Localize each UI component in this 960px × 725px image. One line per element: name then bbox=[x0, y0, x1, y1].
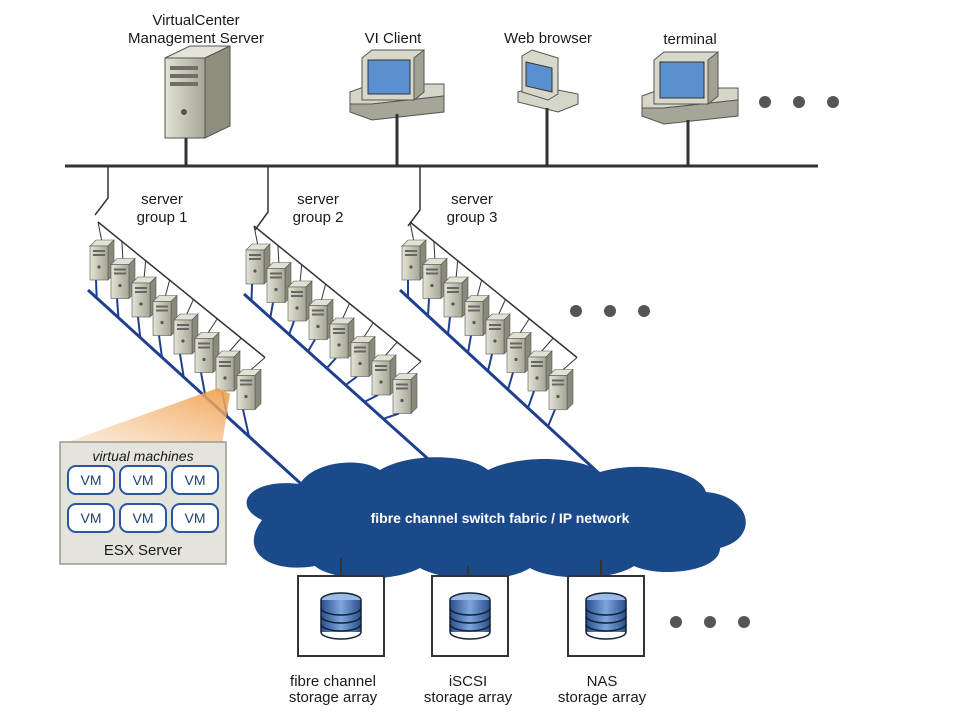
server-icon bbox=[330, 318, 354, 358]
server-icon bbox=[402, 240, 426, 280]
server-tower-icon bbox=[165, 46, 230, 138]
server-icon bbox=[549, 370, 573, 410]
vm-box: VM bbox=[172, 504, 218, 532]
server-icon bbox=[486, 314, 510, 354]
desktop-computer-icon bbox=[518, 50, 578, 112]
server-group-1-label-line-1: server bbox=[141, 191, 183, 208]
server-group-3-label-line-1: server bbox=[451, 191, 493, 208]
vm-box: VM bbox=[120, 466, 166, 494]
server-icon bbox=[288, 281, 312, 321]
network-label: fibre channel switch fabric / IP network bbox=[371, 510, 630, 526]
vm-label: VM bbox=[185, 510, 206, 526]
server-icon bbox=[111, 259, 135, 299]
esx-server-callout: virtual machines VM VM VM VM VM VM ESX Server bbox=[60, 442, 226, 564]
virtualcenter-label-line-1: VirtualCenter bbox=[152, 12, 239, 29]
terminal-client: terminal bbox=[642, 31, 738, 166]
server-icon bbox=[132, 277, 156, 317]
vi-client-label: VI Client bbox=[365, 30, 423, 47]
more-storage-ellipsis bbox=[670, 616, 750, 628]
server-group-1-label-line-2: group 1 bbox=[137, 209, 188, 226]
vm-box: VM bbox=[68, 504, 114, 532]
server-icon bbox=[423, 259, 447, 299]
server-group-2-label-line-1: server bbox=[297, 191, 339, 208]
iscsi-storage-label-line-1: iSCSI bbox=[449, 673, 487, 690]
server-icon bbox=[309, 300, 333, 340]
callout-beam bbox=[62, 388, 230, 444]
server-group-2-label-line-2: group 2 bbox=[293, 209, 344, 226]
desktop-computer-icon bbox=[642, 52, 738, 124]
server-icon bbox=[153, 296, 177, 336]
storage-fibre-channel: fibre channel storage array bbox=[289, 576, 384, 706]
terminal-label: terminal bbox=[663, 31, 716, 48]
virtual-machines-heading: virtual machines bbox=[92, 448, 193, 464]
storage-iscsi: iSCSI storage array bbox=[424, 576, 513, 706]
server-icon bbox=[507, 333, 531, 373]
server-icon bbox=[372, 355, 396, 395]
server-icon bbox=[174, 314, 198, 354]
vm-label: VM bbox=[81, 472, 102, 488]
iscsi-storage-label-line-2: storage array bbox=[424, 689, 513, 706]
fc-storage-label-line-2: storage array bbox=[289, 689, 378, 706]
server-group-3 bbox=[400, 222, 604, 478]
vm-label: VM bbox=[133, 510, 154, 526]
server-icon bbox=[444, 277, 468, 317]
more-groups-ellipsis bbox=[570, 305, 650, 317]
vm-box: VM bbox=[120, 504, 166, 532]
more-clients-ellipsis bbox=[759, 96, 839, 108]
network-cloud: fibre channel switch fabric / IP network bbox=[247, 457, 746, 579]
nas-storage-label-line-2: storage array bbox=[558, 689, 647, 706]
vm-label: VM bbox=[81, 510, 102, 526]
server-icon bbox=[246, 244, 270, 284]
server-icon bbox=[351, 337, 375, 377]
vi-client: VI Client bbox=[350, 30, 444, 166]
server-icon bbox=[195, 333, 219, 373]
virtualcenter-server: VirtualCenter Management Server bbox=[128, 12, 264, 166]
web-browser-label: Web browser bbox=[504, 30, 592, 47]
server-icon bbox=[267, 263, 291, 303]
server-icon bbox=[465, 296, 489, 336]
vm-box: VM bbox=[68, 466, 114, 494]
server-icon bbox=[528, 351, 552, 391]
web-browser-client: Web browser bbox=[504, 30, 592, 166]
esx-server-label: ESX Server bbox=[104, 542, 182, 559]
virtualcenter-label-line-2: Management Server bbox=[128, 30, 264, 47]
vm-box: VM bbox=[172, 466, 218, 494]
vm-label: VM bbox=[133, 472, 154, 488]
server-icon bbox=[237, 370, 261, 410]
vm-label: VM bbox=[185, 472, 206, 488]
server-icon bbox=[216, 351, 240, 391]
server-group-3-label-line-2: group 3 bbox=[447, 209, 498, 226]
server-icon bbox=[393, 374, 417, 414]
nas-storage-label-line-1: NAS bbox=[587, 673, 618, 690]
fc-storage-label-line-1: fibre channel bbox=[290, 673, 376, 690]
server-icon bbox=[90, 240, 114, 280]
desktop-computer-icon bbox=[350, 50, 444, 120]
storage-nas: NAS storage array bbox=[558, 576, 647, 706]
